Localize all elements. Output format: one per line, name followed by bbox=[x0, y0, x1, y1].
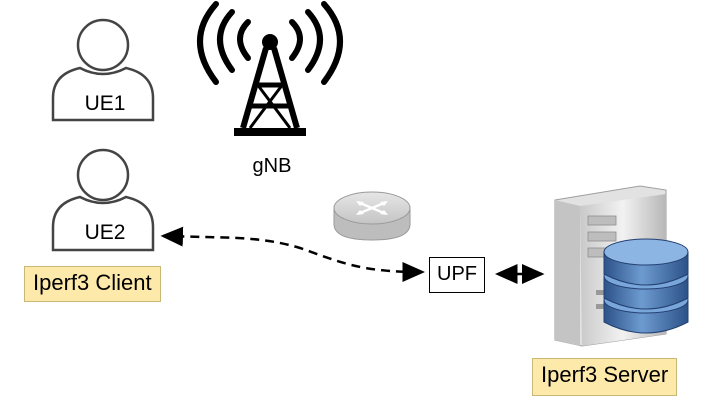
server-database-icon bbox=[554, 185, 689, 347]
ue2-label: UE2 bbox=[84, 221, 126, 244]
ue1-user-icon bbox=[51, 18, 155, 122]
dashed-connection-ue2-upf bbox=[160, 226, 425, 282]
router-icon bbox=[333, 191, 411, 241]
iperf3-server-label: Iperf3 Server bbox=[532, 358, 678, 396]
ue2-user-icon bbox=[51, 148, 155, 252]
gnb-label: gNB bbox=[252, 155, 292, 177]
antenna-tower-icon bbox=[197, 1, 343, 136]
ue1-label: UE1 bbox=[84, 92, 126, 115]
iperf3-client-label: Iperf3 Client bbox=[24, 266, 161, 302]
upf-node: UPF bbox=[429, 257, 485, 293]
